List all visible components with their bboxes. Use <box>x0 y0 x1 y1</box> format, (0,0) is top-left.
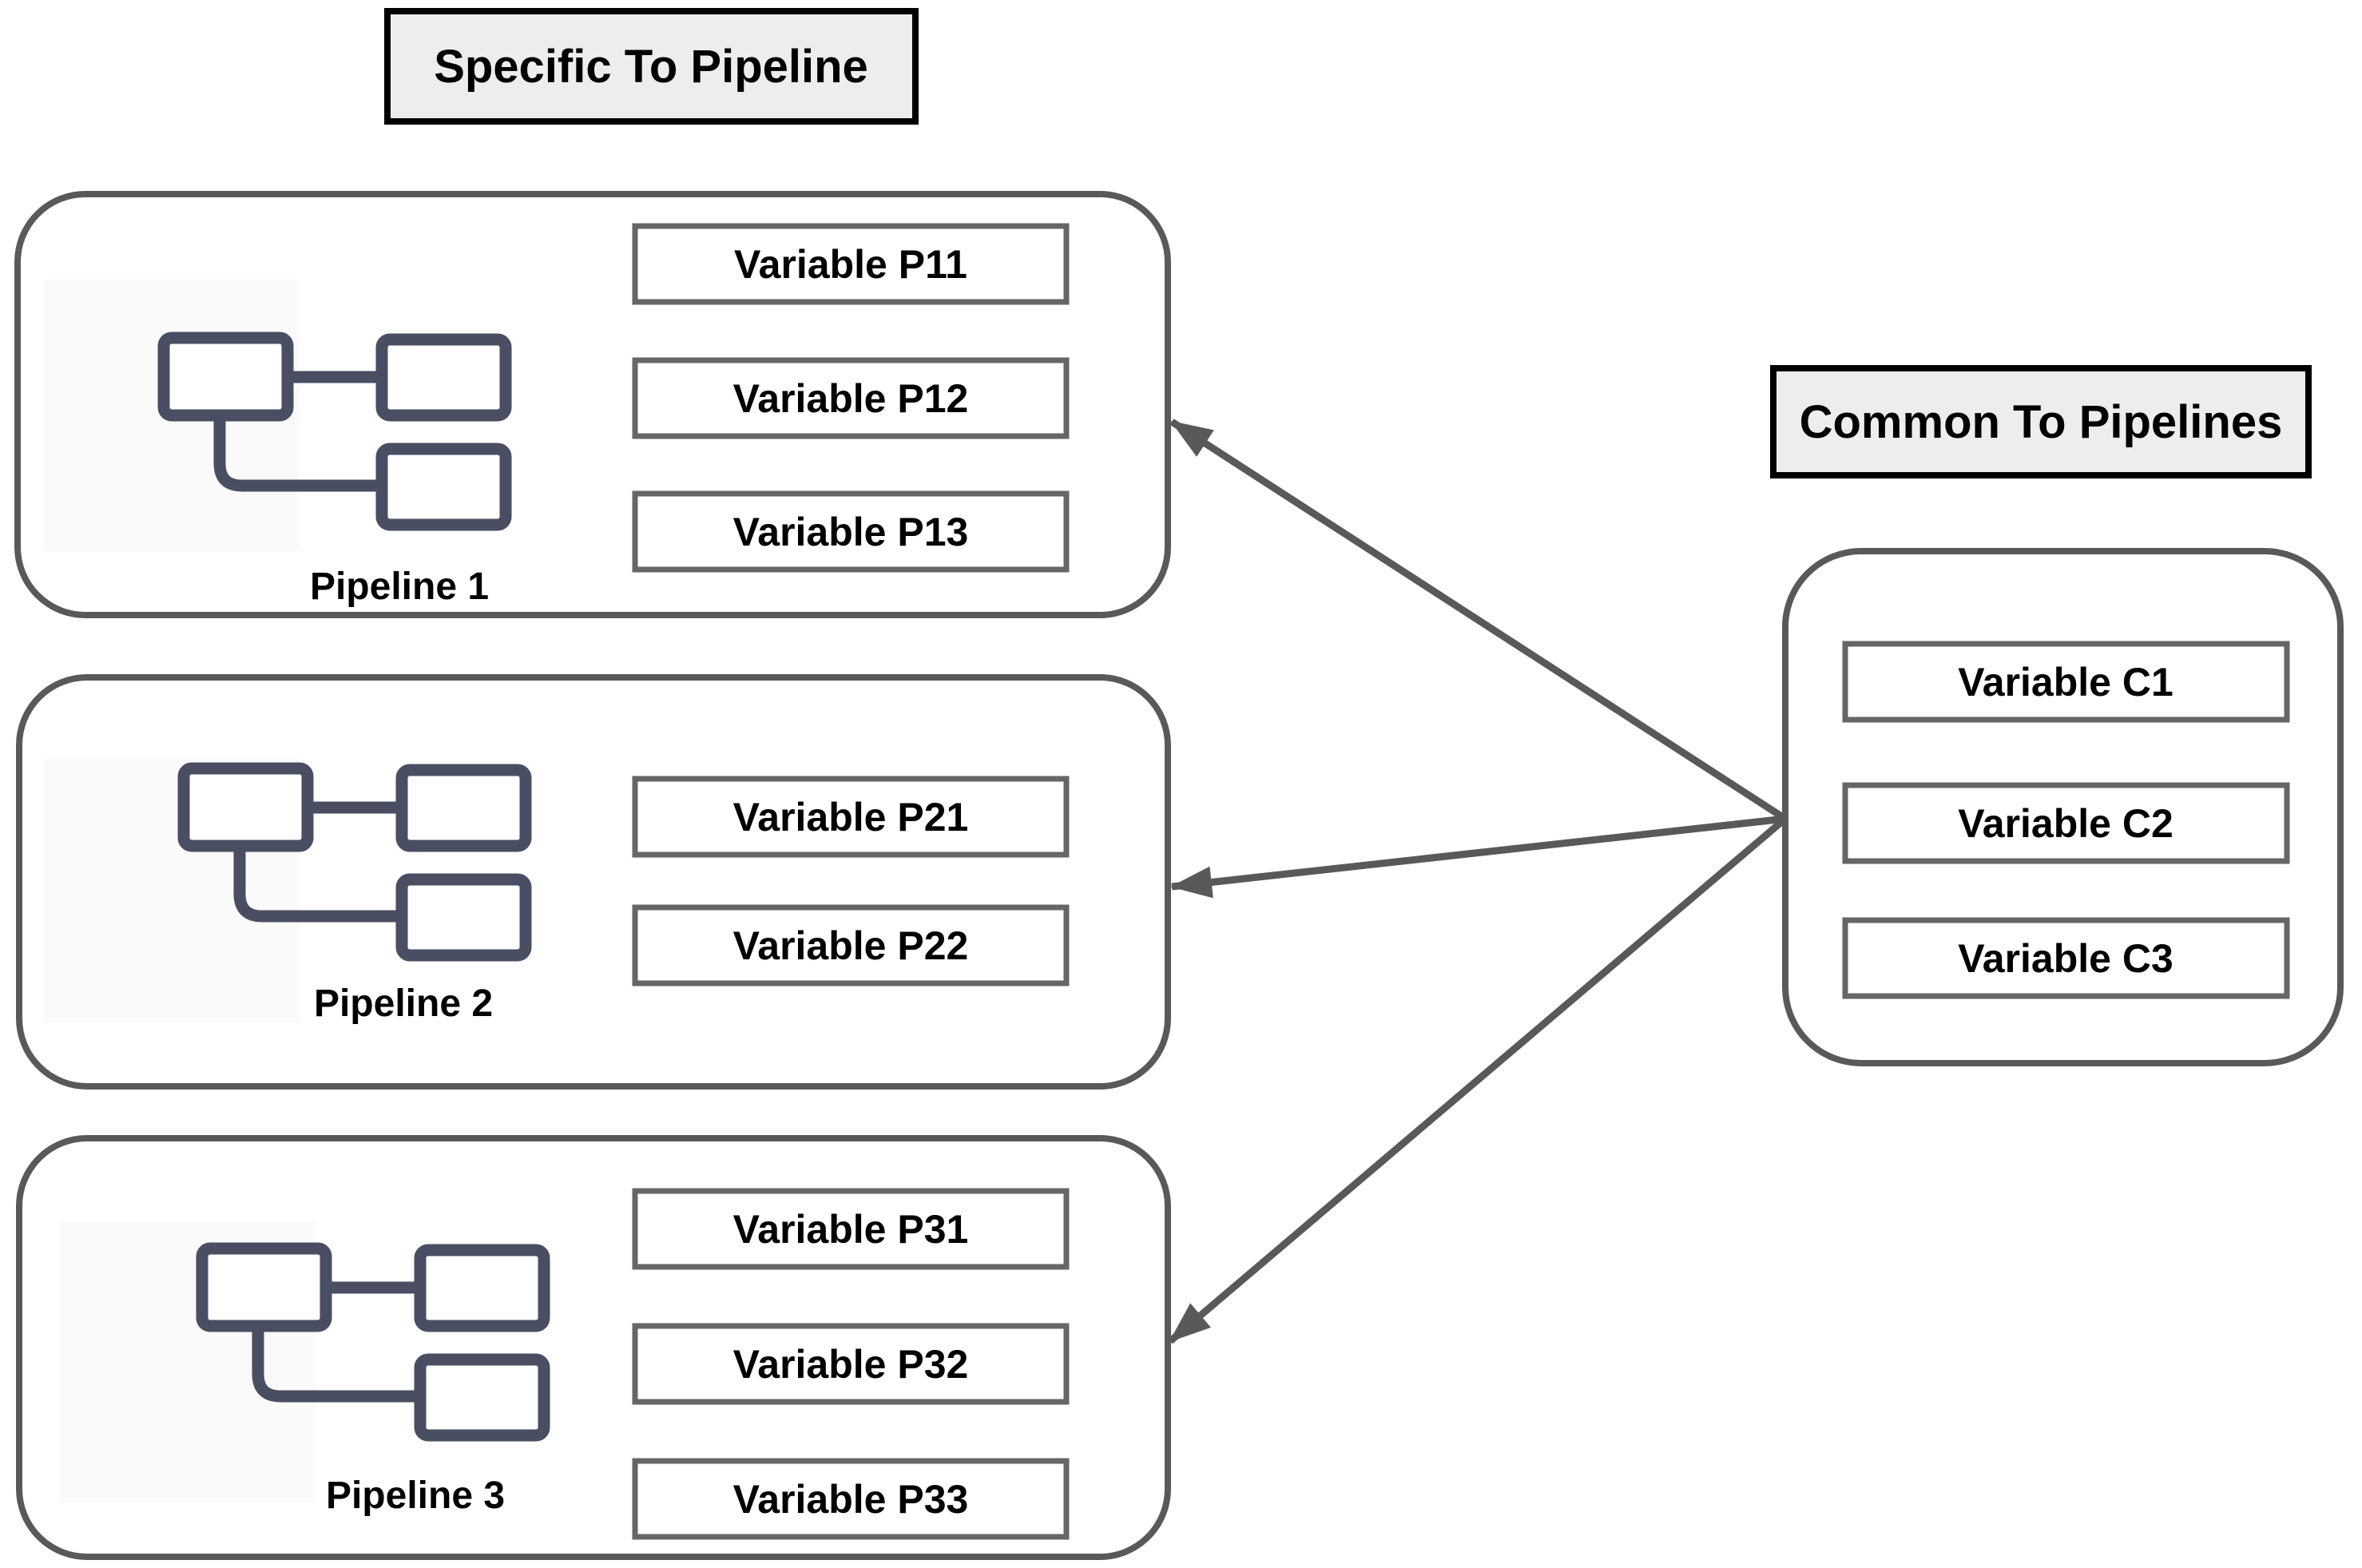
variable-box-c2 <box>1842 782 2290 864</box>
variable-label-c3: Variable C3 <box>1958 936 2173 981</box>
variable-label-p32: Variable P32 <box>733 1342 969 1387</box>
right-header-group: Common To Pipelines <box>1770 365 2312 478</box>
arrow-common-to-pipeline-2 <box>1170 815 1786 899</box>
common-group: Variable C1 Variable C2 Variable C3 <box>1782 548 2344 1066</box>
right-header-box <box>1770 365 2312 478</box>
variable-label-c1: Variable C1 <box>1958 660 2173 705</box>
variable-box-p31 <box>632 1188 1070 1270</box>
arrow-common-to-pipeline-1 <box>1169 419 1788 822</box>
variable-box-p22 <box>632 904 1070 986</box>
pipeline-1-label: Pipeline 1 <box>310 566 489 608</box>
variable-label-p22: Variable P22 <box>733 923 969 968</box>
variable-label-c2: Variable C2 <box>1958 801 2173 846</box>
left-header-label: Specific To Pipeline <box>434 41 868 93</box>
variable-box-p33 <box>632 1458 1070 1540</box>
variable-label-p11: Variable P11 <box>734 242 967 287</box>
variable-box-c1 <box>1842 641 2290 723</box>
pipeline-3-group: Pipeline 3 Variable P31 Variable P32 Var… <box>16 1135 1171 1560</box>
variable-label-p12: Variable P12 <box>733 376 969 421</box>
right-header-label: Common To Pipelines <box>1800 396 2283 448</box>
pipeline-2-group: Pipeline 2 Variable P21 Variable P22 <box>16 674 1171 1090</box>
variable-box-p13 <box>632 490 1070 573</box>
variable-box-p21 <box>632 776 1070 858</box>
variable-box-c3 <box>1842 917 2290 999</box>
variable-label-p31: Variable P31 <box>733 1207 969 1252</box>
left-header-group: Specific To Pipeline <box>384 8 919 125</box>
arrow-common-to-pipeline-3 <box>1168 816 1788 1344</box>
pipeline-3-label: Pipeline 3 <box>326 1475 505 1517</box>
left-header-box <box>384 8 919 125</box>
variable-label-p21: Variable P21 <box>733 795 969 840</box>
arrows-group <box>1168 419 1788 1344</box>
variable-label-p13: Variable P13 <box>733 510 969 554</box>
variable-box-p32 <box>632 1323 1070 1405</box>
variable-label-p33: Variable P33 <box>733 1477 969 1522</box>
variable-box-p12 <box>632 357 1070 439</box>
pipeline-2-label: Pipeline 2 <box>314 982 493 1025</box>
variable-box-p11 <box>632 223 1070 305</box>
pipeline-1-group: Pipeline 1 Variable P11 Variable P12 Var… <box>14 191 1171 618</box>
